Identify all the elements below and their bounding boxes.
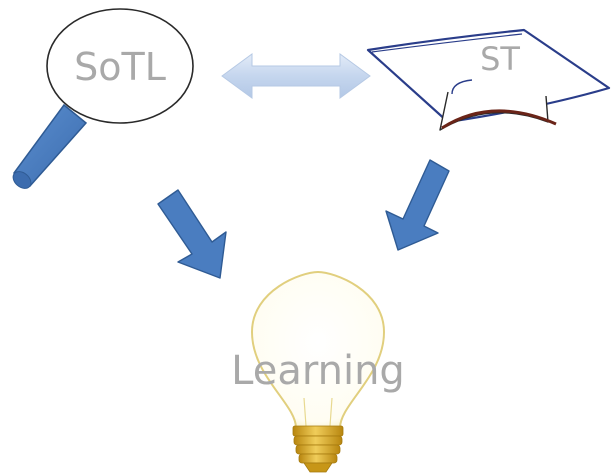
st-label: ST — [480, 40, 520, 78]
graduation-cap-icon — [366, 28, 611, 131]
learning-label: Learning — [231, 348, 405, 394]
magnifier-handle-end — [12, 171, 32, 189]
cap-tassel — [451, 79, 473, 95]
sotl-label: SoTL — [74, 45, 166, 89]
cap-board — [366, 28, 611, 124]
cap-brim — [441, 109, 557, 130]
bulb-base-thread-3 — [298, 453, 338, 464]
magnifier-lens — [46, 8, 194, 124]
bulb-filament — [303, 397, 333, 427]
arrow-sotl-to-learning — [157, 189, 227, 279]
bulb-base-thread-2 — [295, 444, 341, 455]
bulb-glass — [250, 270, 386, 429]
magnifying-glass-icon — [12, 8, 194, 189]
arrow-st-to-learning — [385, 159, 450, 251]
bidirectional-arrow — [221, 53, 371, 99]
cap-board-edge — [371, 33, 523, 53]
bulb-base-thread-1 — [293, 435, 343, 446]
light-bulb-icon — [250, 270, 386, 473]
bulb-base-collar — [292, 425, 344, 437]
bulb-base-tip — [303, 462, 333, 473]
